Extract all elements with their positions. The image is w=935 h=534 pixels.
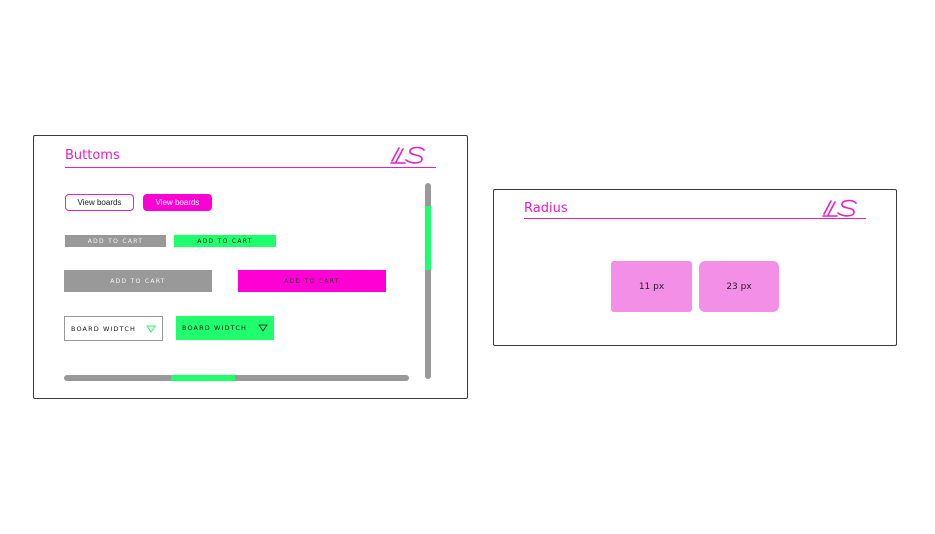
buttons-panel-title: Buttoms xyxy=(65,148,120,163)
vertical-scrollbar-track[interactable] xyxy=(425,183,431,379)
board-width-green-select[interactable]: BOARD WIDTCH xyxy=(176,316,274,340)
view-boards-filled-button[interactable]: View boards xyxy=(143,194,212,211)
buttons-panel: Buttoms View boards View boards ADD TO C… xyxy=(33,135,468,399)
radius-23px-box: 23 px xyxy=(699,261,779,312)
pen-s-logo-icon xyxy=(390,146,425,164)
horizontal-scrollbar-track[interactable] xyxy=(64,375,409,381)
add-to-cart-large-gray-button[interactable]: ADD TO CART xyxy=(64,270,212,292)
board-width-outline-select[interactable]: BOARD WIDTCH xyxy=(64,316,163,341)
vertical-scrollbar-thumb[interactable] xyxy=(425,206,431,270)
triangle-down-icon xyxy=(146,325,156,333)
radius-panel-title: Radius xyxy=(524,201,568,216)
radius-panel: Radius 11 px 23 px xyxy=(493,189,897,346)
add-to-cart-small-gray-button[interactable]: ADD TO CART xyxy=(65,235,166,247)
view-boards-outline-button[interactable]: View boards xyxy=(65,194,134,211)
add-to-cart-small-green-button[interactable]: ADD TO CART xyxy=(174,235,276,247)
board-width-outline-label: BOARD WIDTCH xyxy=(71,324,136,333)
add-to-cart-large-magenta-button[interactable]: ADD TO CART xyxy=(238,270,386,292)
horizontal-scrollbar-thumb[interactable] xyxy=(171,375,235,381)
board-width-green-label: BOARD WIDTCH xyxy=(182,324,247,332)
radius-title-rule xyxy=(524,218,866,219)
pen-s-logo-icon xyxy=(822,199,857,217)
radius-11px-box: 11 px xyxy=(611,261,692,312)
buttons-title-rule xyxy=(65,167,436,168)
triangle-down-icon xyxy=(258,324,268,332)
